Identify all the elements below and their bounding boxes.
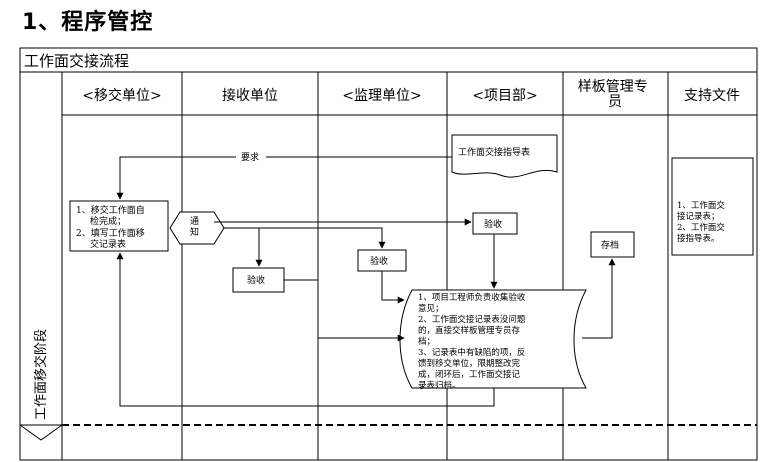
column-header-project: <项目部>: [472, 88, 537, 104]
feedback-connector: [116, 252, 495, 407]
acceptance-receiver-text: 验收: [247, 274, 265, 286]
notify-to-supervisor-connector: [224, 227, 386, 249]
archive-text: 存档: [601, 239, 619, 251]
receiver-to-collect-connector: [284, 279, 405, 342]
guide-doc-shape: [451, 134, 558, 178]
guide-doc-text: 工作面交接指导表: [458, 146, 530, 158]
collect-doc-shape: [399, 289, 587, 389]
diagram-frame: [19, 47, 758, 461]
acceptance-receiver-box: [232, 267, 285, 293]
collect-doc-text: 1、项目工程师负责收集验收 意见； 2、工作面交接记录表没问题 的，直接交样板管…: [418, 292, 528, 391]
column-header-supervisor: <监理单位>: [342, 88, 421, 104]
collect-to-archive-connector: [582, 258, 616, 339]
column-header-transfer: <移交单位>: [82, 87, 161, 104]
archive-box: [590, 231, 635, 258]
acceptance-project-box: [472, 212, 518, 235]
notify-label: 通知: [190, 216, 199, 238]
acceptance-supervisor-text: 验收: [370, 255, 388, 267]
stage-chevron: [19, 424, 63, 441]
section-heading: 1、程序管控: [22, 10, 154, 35]
stage-label: 工作面移交阶段: [33, 329, 49, 420]
notify-label-char: 知: [190, 226, 199, 238]
notify-label-char: 通: [190, 216, 199, 227]
request-label: 要求: [241, 151, 259, 163]
self-check-text: 1、移交工作面自 检完成； 2、填写工作面移 交记录表: [76, 204, 148, 250]
self-check-box: [69, 200, 169, 252]
acceptance-project-text: 验收: [484, 218, 502, 230]
request-connector: [116, 156, 452, 200]
column-header-support: 支持文件: [684, 88, 740, 104]
column-header-sample-manager: 样板管理专 员: [578, 79, 652, 110]
column-header-sample-manager-line2: 员: [608, 94, 622, 110]
column-header-sample-manager-text: 样板管理专: [578, 79, 648, 95]
notify-to-receiver-connector: [224, 227, 263, 267]
supervisor-to-collect-connector: [381, 271, 405, 304]
support-doc-text: 1、工作面交 接记录表； 2、工作面交 接指导表。: [677, 200, 728, 244]
diagram-title: 工作面交接流程: [24, 52, 129, 70]
column-header-receiver: 接收单位: [222, 87, 278, 104]
support-doc-box: [671, 157, 754, 256]
